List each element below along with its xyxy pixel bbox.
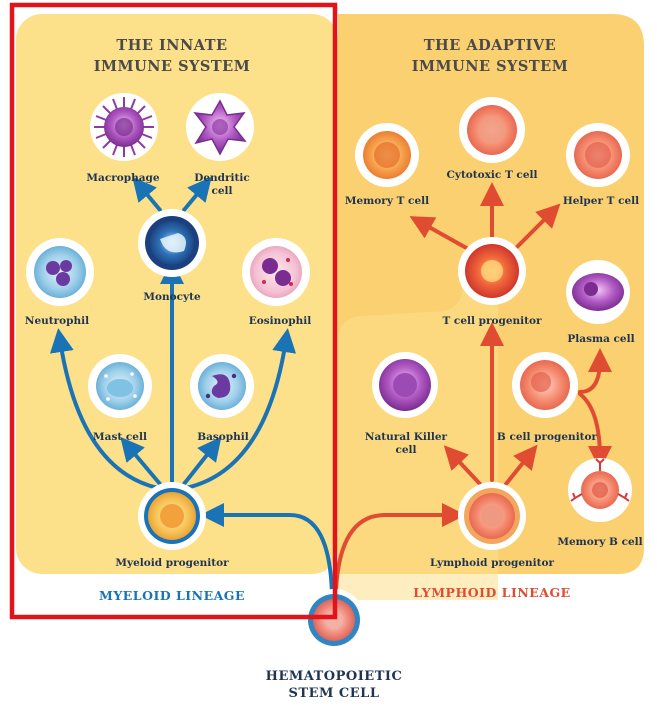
- stem-label-line2: STEM CELL: [289, 686, 380, 701]
- myeloid-lineage-label: MYELOID LINEAGE: [99, 588, 245, 603]
- label-b-progenitor: B cell progenitor: [497, 431, 598, 443]
- neutrophil-cell: [26, 238, 94, 306]
- eosinophil-cell: [242, 238, 310, 306]
- cytotoxic-t-cell: [459, 97, 525, 163]
- myeloid-arrows: [49, 176, 334, 597]
- dendritic-cell: [186, 93, 254, 161]
- t-progenitor-cell: [458, 237, 526, 305]
- myeloid-progenitor-cell: [138, 482, 206, 550]
- label-helper-t: Helper T cell: [563, 195, 639, 207]
- adaptive-title-line1: THE ADAPTIVE: [424, 37, 556, 54]
- monocyte-cell: [138, 209, 206, 277]
- label-eosinophil: Eosinophil: [249, 315, 312, 327]
- label-myeloid-progenitor: Myeloid progenitor: [115, 557, 229, 569]
- macrophage-cell: [90, 93, 158, 161]
- adaptive-title-line2: IMMUNE SYSTEM: [412, 58, 569, 75]
- lymphoid-arrows: [334, 182, 612, 592]
- b-progenitor-cell: [512, 352, 578, 418]
- label-dendritic-line2: cell: [211, 185, 232, 197]
- label-lymphoid-progenitor: Lymphoid progenitor: [430, 557, 555, 569]
- label-macrophage: Macrophage: [86, 172, 159, 184]
- helper-t-cell: [566, 123, 630, 187]
- label-nk-line1: Natural Killer: [365, 431, 448, 443]
- basophil-cell: [190, 354, 254, 418]
- label-dendritic-line1: Dendritic: [194, 172, 250, 184]
- natural-killer-cell: [372, 352, 438, 418]
- label-monocyte: Monocyte: [143, 291, 201, 303]
- innate-title-line2: IMMUNE SYSTEM: [94, 58, 251, 75]
- lymphoid-progenitor-cell: [458, 482, 526, 550]
- label-memory-b: Memory B cell: [557, 536, 642, 548]
- label-nk-line2: cell: [395, 444, 416, 456]
- label-t-progenitor: T cell progenitor: [442, 315, 542, 327]
- innate-title-line1: THE INNATE: [116, 37, 227, 54]
- label-mast-cell: Mast cell: [93, 431, 147, 443]
- mast-cell: [88, 354, 152, 418]
- memory-b-cell: [568, 458, 632, 522]
- label-plasma: Plasma cell: [567, 333, 634, 345]
- hematopoietic-stem-cell: [303, 589, 365, 651]
- label-basophil: Basophil: [197, 431, 249, 443]
- highlight-box: [9, 2, 338, 620]
- lymphoid-lineage-label: LYMPHOID LINEAGE: [413, 585, 570, 600]
- plasma-cell: [566, 260, 630, 324]
- label-cytotoxic-t: Cytotoxic T cell: [447, 169, 538, 181]
- stem-label-line1: HEMATOPOIETIC: [266, 669, 403, 684]
- label-neutrophil: Neutrophil: [25, 315, 89, 327]
- label-memory-t: Memory T cell: [345, 195, 429, 207]
- memory-t-cell: [355, 123, 419, 187]
